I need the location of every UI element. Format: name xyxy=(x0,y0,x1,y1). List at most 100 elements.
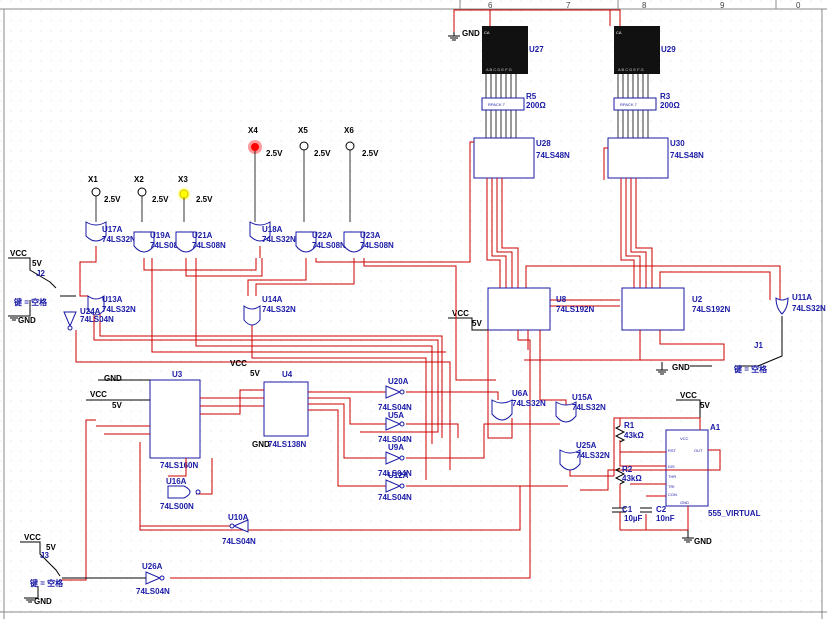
inverter-u20a[interactable] xyxy=(385,385,405,399)
or-gate-u25a[interactable] xyxy=(559,449,581,471)
label-u22a-type: 74LS08N xyxy=(312,241,346,250)
label-u22a: U22A xyxy=(312,231,333,240)
and-gate-u22a[interactable] xyxy=(295,231,317,253)
label-x5: X5 xyxy=(298,126,308,135)
resistor-r2[interactable] xyxy=(614,467,626,485)
label-u17a-type: 74LS32N xyxy=(102,235,136,244)
gnd-symbol xyxy=(448,32,460,41)
probe-x5[interactable] xyxy=(299,141,309,151)
resistor-pack-r5-marking: RPACK 7 xyxy=(488,102,506,107)
or-gate-u11a[interactable] xyxy=(775,297,789,315)
label-x3-volt: 2.5V xyxy=(196,195,213,204)
label-u25a-type: 74LS32N xyxy=(576,451,610,460)
label-gnd-u4: GND xyxy=(252,440,270,449)
label-u6a-type: 74LS32N xyxy=(512,399,546,408)
timer-wires xyxy=(580,417,721,531)
label-u13a: U13A xyxy=(102,295,123,304)
label-x4: X4 xyxy=(248,126,258,135)
label-u20a: U20A xyxy=(388,377,409,386)
label-a1: A1 xyxy=(710,423,721,432)
ruler-label: 9 xyxy=(720,1,725,10)
label-u3-type: 74LS160N xyxy=(160,461,198,470)
or-gate-u14a[interactable] xyxy=(243,305,261,326)
or-gate-u15a[interactable] xyxy=(555,401,577,423)
label-u17a: U17A xyxy=(102,225,123,234)
label-vcc-u8: VCC xyxy=(452,309,469,318)
label-u28: U28 xyxy=(536,139,551,148)
resistor-r1[interactable] xyxy=(614,425,626,443)
probe-x2[interactable] xyxy=(137,187,147,197)
inverter-u12a[interactable] xyxy=(385,479,405,493)
nand-gate-u16a[interactable] xyxy=(167,485,201,499)
ruler-label: 0 xyxy=(796,1,801,10)
seven-segment-display-u27[interactable]: CA A B C D E F G xyxy=(482,26,528,74)
resistor-pack-r5[interactable] xyxy=(481,97,525,111)
resistor-pack-r3[interactable] xyxy=(613,97,657,111)
counter-u8[interactable] xyxy=(487,287,551,331)
label-u15a: U15A xyxy=(572,393,593,402)
label-r1-value: 43kΩ xyxy=(624,431,644,440)
label-u12a-type: 74LS04N xyxy=(378,493,412,502)
label-u18a-type: 74LS32N xyxy=(262,235,296,244)
label-c2: C2 xyxy=(656,505,667,514)
label-u9a-type: 74LS04N xyxy=(378,469,412,478)
label-gnd-j2: GND xyxy=(18,316,36,325)
probe-x6[interactable] xyxy=(345,141,355,151)
svg-text:TRI: TRI xyxy=(668,484,674,489)
inverter-u10a[interactable] xyxy=(229,519,249,533)
probe-x4[interactable] xyxy=(248,140,262,154)
decoder-u30[interactable] xyxy=(607,137,669,179)
svg-text:GND: GND xyxy=(680,500,689,505)
lower-wires xyxy=(60,330,725,581)
label-gnd-top: GND xyxy=(462,29,480,38)
or-gate-u18a[interactable] xyxy=(249,221,271,242)
label-u21a-type: 74LS08N xyxy=(192,241,226,250)
and-gate-u19a[interactable] xyxy=(133,231,155,253)
and-gate-u21a[interactable] xyxy=(175,231,197,253)
label-a1-type: 555_VIRTUAL xyxy=(708,509,761,518)
label-5v-j2: 5V xyxy=(32,259,42,268)
label-u16a: U16A xyxy=(166,477,187,486)
label-u23a-type: 74LS08N xyxy=(360,241,394,250)
label-x2: X2 xyxy=(134,175,144,184)
label-5v-u8: 5V xyxy=(472,319,482,328)
timer-555-a1[interactable] xyxy=(665,429,709,507)
counter-u3[interactable] xyxy=(149,379,201,459)
inverter-u24a[interactable] xyxy=(63,311,77,328)
decoder-u4[interactable] xyxy=(263,381,309,437)
svg-text:A B C D E F G: A B C D E F G xyxy=(618,67,644,72)
inverter-u5a[interactable] xyxy=(385,417,405,431)
label-5v-u3: 5V xyxy=(112,401,122,410)
capacitor-c1[interactable] xyxy=(612,507,626,530)
seven-segment-display-u29[interactable]: CA A B C D E F G xyxy=(614,26,660,74)
label-u27: U27 xyxy=(529,45,544,54)
label-x4-volt: 2.5V xyxy=(266,149,283,158)
label-u20a-type: 74LS04N xyxy=(378,403,412,412)
label-x6: X6 xyxy=(344,126,354,135)
label-u6a: U6A xyxy=(512,389,528,398)
or-gate-u17a[interactable] xyxy=(85,221,107,242)
label-u14a: U14A xyxy=(262,295,283,304)
label-vcc-j2: VCC xyxy=(10,249,27,258)
inverter-u9a[interactable] xyxy=(385,451,405,465)
label-u4-type: 74LS138N xyxy=(268,440,306,449)
label-x6-volt: 2.5V xyxy=(362,149,379,158)
label-r3-value: 200Ω xyxy=(660,101,680,110)
decoder-u28[interactable] xyxy=(473,137,535,179)
capacitor-c2[interactable] xyxy=(640,507,652,513)
counter-u2[interactable] xyxy=(621,287,685,331)
label-r5-value: 200Ω xyxy=(526,101,546,110)
switch-j1[interactable] xyxy=(690,316,783,367)
and-gate-u23a[interactable] xyxy=(343,231,365,253)
or-gate-u13a[interactable] xyxy=(87,295,105,316)
svg-text:THR: THR xyxy=(668,474,676,479)
or-gate-u6a[interactable] xyxy=(491,399,513,421)
label-u12a: U12A xyxy=(388,471,409,480)
probe-x1[interactable] xyxy=(91,187,101,197)
label-u24a: U24A xyxy=(80,307,101,316)
label-r3: R3 xyxy=(660,92,671,101)
logic-wires xyxy=(75,246,496,480)
